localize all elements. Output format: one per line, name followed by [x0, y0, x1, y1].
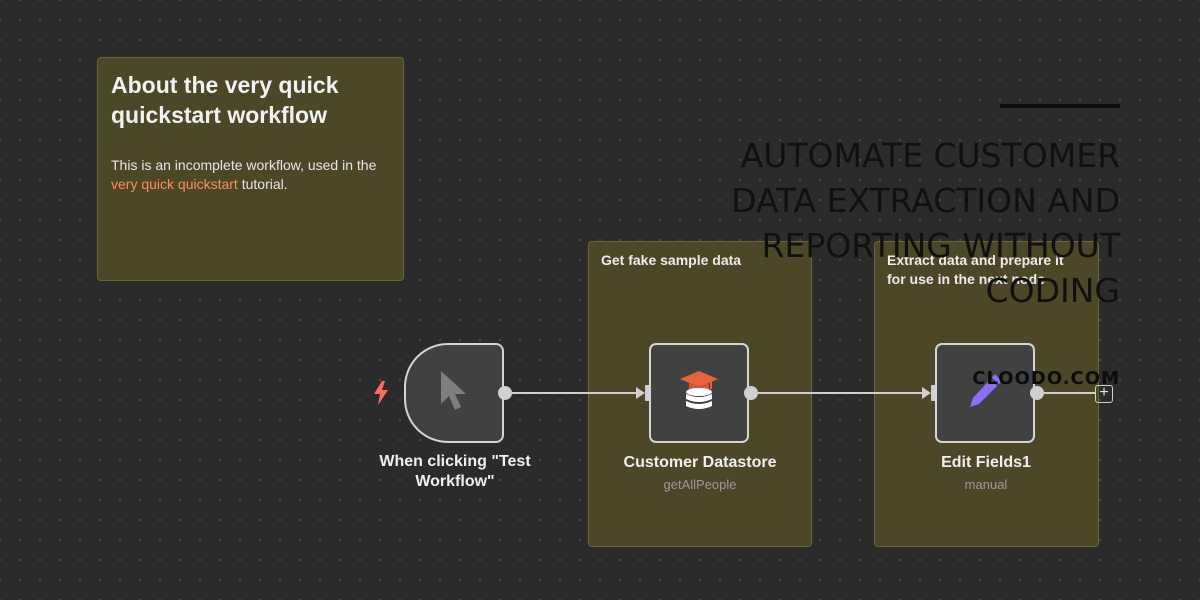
sticky-note-title: About the very quick quickstart workflow: [111, 72, 339, 128]
pen-icon: [965, 371, 1005, 416]
connection-line-stub: [1044, 392, 1095, 394]
connection-line[interactable]: [512, 392, 638, 394]
editfields-output-handle[interactable]: [1030, 386, 1044, 400]
sticky-note-text-end: tutorial.: [237, 176, 288, 192]
sticky-note-extract-data[interactable]: Extract data and prepare it for use in t…: [874, 241, 1099, 547]
node-label-trigger: When clicking "Test Workflow": [379, 453, 531, 490]
datastore-output-handle[interactable]: [744, 386, 758, 400]
sticky-note-text: Get fake sample data: [601, 252, 742, 268]
node-customer-datastore[interactable]: [649, 343, 749, 443]
node-manual-trigger[interactable]: [404, 343, 504, 443]
sticky-note-sample-data[interactable]: Get fake sample data: [588, 241, 812, 547]
node-subtitle-datastore: getAllPeople: [663, 477, 737, 492]
sticky-note-body: This is an incomplete workflow, used in …: [111, 156, 390, 194]
node-edit-fields[interactable]: [935, 343, 1035, 443]
trigger-output-handle[interactable]: [498, 386, 512, 400]
sticky-note-text: This is an incomplete workflow, used in …: [111, 157, 377, 173]
headline-accent-bar: [1000, 104, 1120, 108]
node-label-editfields: Edit Fields1: [941, 454, 1031, 471]
add-node-button[interactable]: +: [1095, 385, 1113, 403]
trigger-bolt-icon: [372, 380, 390, 411]
quickstart-tutorial-link[interactable]: very quick quickstart: [111, 176, 238, 192]
sticky-note-text: Extract data and prepare it for use in t…: [887, 252, 1064, 287]
brand-text: CLOODO.COM: [972, 368, 1120, 389]
connection-line[interactable]: [758, 392, 924, 394]
connection-arrow-icon: [922, 387, 931, 399]
node-subtitle-editfields: manual: [964, 477, 1008, 492]
node-label-datastore: Customer Datastore: [623, 454, 777, 471]
overlay-headline: AUTOMATE CUSTOMER DATA EXTRACTION AND RE…: [731, 136, 1120, 310]
cursor-pointer-icon: [437, 368, 471, 419]
connection-arrow-icon: [636, 387, 645, 399]
database-icon: [678, 369, 720, 418]
sticky-note-about[interactable]: About the very quick quickstart workflow…: [97, 57, 404, 281]
